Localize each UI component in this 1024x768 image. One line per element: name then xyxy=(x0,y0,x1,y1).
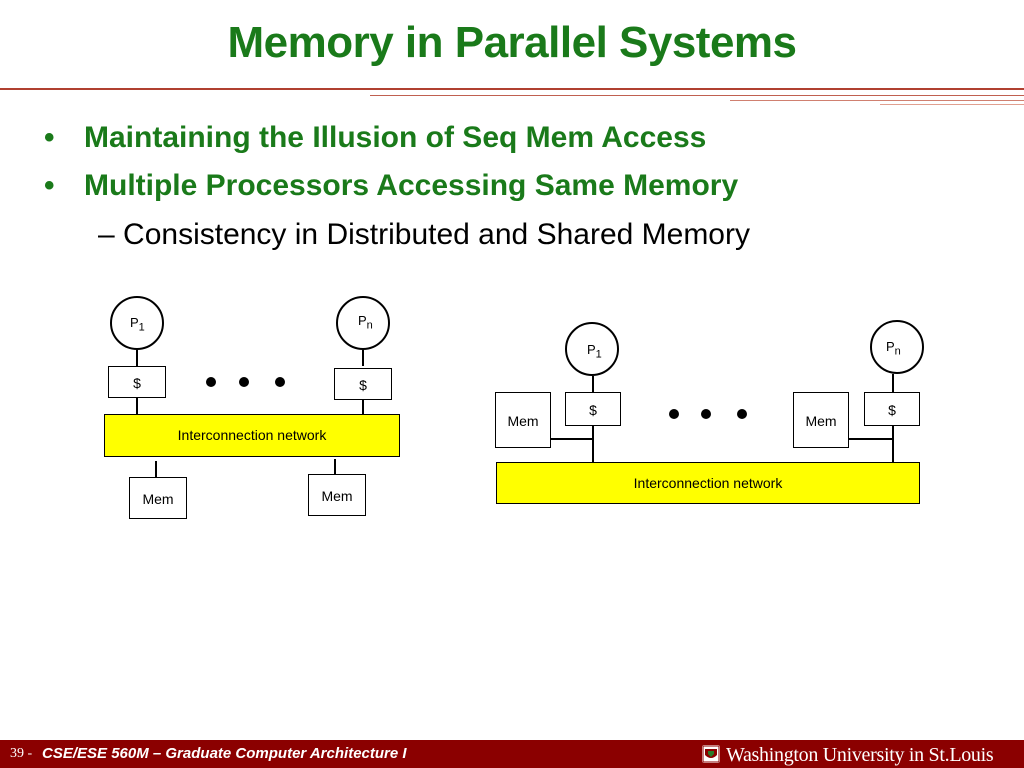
interconnection-network: Interconnection network xyxy=(104,414,400,457)
memory-box: Mem xyxy=(793,392,849,448)
bullet-item: • Multiple Processors Accessing Same Memo… xyxy=(44,169,738,203)
bullet-item: • Maintaining the Illusion of Seq Mem Acc… xyxy=(44,121,706,155)
bullet-marker: • xyxy=(44,169,55,202)
bullet-text: Multiple Processors Accessing Same Memor… xyxy=(84,169,739,202)
university-logo-text: Washington University in St.Louis xyxy=(726,744,994,766)
cache-box: $ xyxy=(108,366,166,398)
processor-p1: P1 xyxy=(565,322,619,376)
memory-box: Mem xyxy=(129,477,187,519)
bullet-marker: • xyxy=(44,121,55,154)
cache-box: $ xyxy=(565,392,621,426)
sub-bullet-text: Consistency in Distributed and Shared Me… xyxy=(123,218,750,251)
university-seal-icon xyxy=(702,745,720,763)
course-title: CSE/ESE 560M – Graduate Computer Archite… xyxy=(42,745,407,762)
slide-title: Memory in Parallel Systems xyxy=(227,18,797,67)
bullet-text: Maintaining the Illusion of Seq Mem Acce… xyxy=(84,121,707,154)
sub-bullet-marker: – xyxy=(98,218,115,251)
processor-pn: Pn xyxy=(870,320,924,374)
footer-bar: 39 - CSE/ESE 560M – Graduate Computer Ar… xyxy=(0,740,1024,768)
memory-box: Mem xyxy=(495,392,551,448)
page-number: 39 - xyxy=(10,746,33,761)
cache-box: $ xyxy=(864,392,920,426)
cache-box: $ xyxy=(334,368,392,400)
interconnection-network: Interconnection network xyxy=(496,462,920,504)
processor-pn: Pn xyxy=(336,296,390,350)
memory-box: Mem xyxy=(308,474,366,516)
processor-p1: P1 xyxy=(110,296,164,350)
sub-bullet-item: – Consistency in Distributed and Shared … xyxy=(98,218,750,252)
